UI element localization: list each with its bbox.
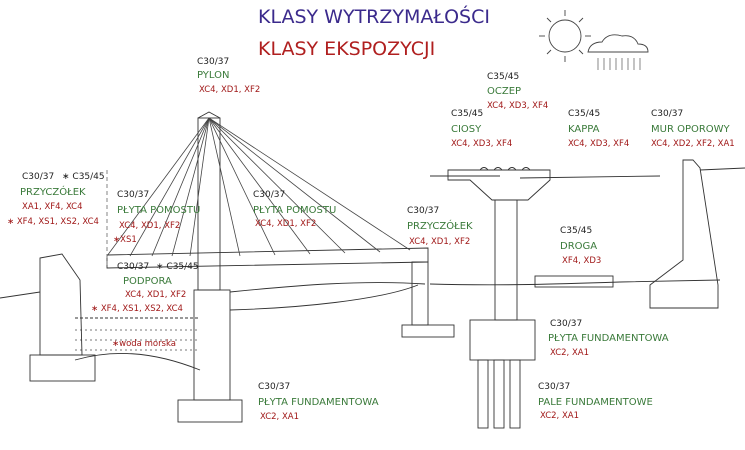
abutment-left-shape [39,253,83,356]
deck-right-class: C30/37 [253,190,286,200]
abutment-left-class2-text: C35/45 [72,172,105,182]
retaining-wall-class: C30/37 [651,109,684,119]
asterisk-icon: ∗ [156,262,167,272]
abutment-left-exposure: XA1, XF4, XC4 [22,202,83,212]
abutment-left-exposure2-text: XF4, XS1, XS2, XC4 [16,217,99,227]
road-class: C35/45 [560,226,593,236]
seabed-line [74,352,201,371]
legend-exposure-title: KLASY EKSPOZYCJI [258,38,436,60]
asterisk-icon: ∗ [112,339,120,349]
capping-beam-shape [447,169,551,201]
foundation-slab-left-shape [177,399,243,423]
cloud-icon [587,34,649,53]
deck-right-exposure: XC4, XD1, XF2 [255,219,317,229]
abutment-right-class: C30/37 [407,206,440,216]
retaining-wall-exposure: XC4, XD2, XF2, XA1 [651,139,735,149]
support-exposure2-text: XF4, XS1, XS2, XC4 [100,304,183,314]
support-exposure2: ∗ XF4, XS1, XS2, XC4 [91,305,183,314]
abutment-right-shape [411,261,429,326]
sun-icon [539,10,591,62]
stay-cables [106,117,411,257]
road-slab [534,275,614,288]
pylon-class: C30/37 [197,57,230,67]
deck-right-name: PŁYTA POMOSTU [253,205,337,216]
deck-left-exposure2: ∗XS1 [113,236,137,245]
support-class2-text: C35/45 [166,262,199,272]
piles-exposure: XC2, XA1 [540,411,579,421]
abutment-left-footing [29,354,96,382]
asterisk-icon: ∗ [62,172,73,182]
deck-left-name: PŁYTA POMOSTU [117,205,201,216]
rain-icon [597,58,641,70]
abutment-left-name: PRZYCZÓŁEK [20,187,86,198]
kappa-exposure: XC4, XD3, XF4 [568,139,630,149]
found-slab-left-class: C30/37 [258,382,291,392]
found-slab-left-exposure: XC2, XA1 [260,412,299,422]
ground-line-left [0,291,41,299]
piles-shape [477,359,521,429]
ground-line-right [430,167,745,179]
asterisk-icon: ∗ [113,235,121,245]
piles-class: C30/37 [538,382,571,392]
road-name: DROGA [560,241,598,252]
columns-exposure: XC4, XD3, XF4 [451,139,513,149]
support-class2: ∗ C35/45 [156,263,199,272]
abutment-right-exposure: XC4, XD1, XF2 [409,237,471,247]
deck-left-exposure: XC4, XD1, XF2 [119,221,181,231]
pylon-exposure: XC4, XD1, XF2 [199,85,261,95]
piles-name: PALE FUNDAMENTOWE [538,397,653,408]
foundation-slab-right-shape [469,319,536,361]
capping-beam-exposure: XC4, XD3, XF4 [487,101,549,111]
kappa-name: KAPPA [568,124,600,135]
support-exposure: XC4, XD1, XF2 [125,290,187,300]
legend-strength-title: KLASY WYTRZYMAŁOŚCI [258,6,490,28]
deck-left-exposure2-text: XS1 [120,235,137,245]
deck-underside [229,284,419,311]
abutment-left-class2: ∗ C35/45 [62,173,105,182]
abutment-left-exposure2: ∗ XF4, XS1, XS2, XC4 [7,218,99,227]
columns-name: CIOSY [451,124,482,135]
pylon-name: PYLON [197,70,230,81]
found-slab-left-name: PŁYTA FUNDAMENTOWA [258,397,379,408]
found-slab-right-name: PŁYTA FUNDAMENTOWA [548,333,669,344]
column-shape [494,199,518,321]
pylon-top [197,111,221,119]
abutment-left-class: C30/37 [22,172,55,182]
found-slab-right-class: C30/37 [550,319,583,329]
sea-water-text: woda morska [119,339,176,349]
support-class: C30/37 [117,262,150,272]
found-slab-right-exposure: XC2, XA1 [550,348,589,358]
capping-beam-class: C35/45 [487,72,520,82]
support-name: PODPORA [123,276,172,287]
water-lines [75,329,200,351]
ground-line-right-low [429,279,721,286]
bearing-bumps [479,167,531,171]
asterisk-icon: ∗ [91,304,101,314]
road-exposure: XF4, XD3 [562,256,602,266]
support-pier [193,289,231,401]
capping-beam-name: OCZEP [487,86,522,97]
pylon-shaft [197,117,221,291]
sea-water-label: ∗woda morska [112,340,176,349]
deck-left-class: C30/37 [117,190,150,200]
columns-class: C35/45 [451,109,484,119]
ground-line-middle [229,282,426,293]
asterisk-icon: ∗ [7,217,17,227]
kappa-class: C35/45 [568,109,601,119]
retaining-wall-shape [649,159,719,309]
retaining-wall-name: MUR OPOROWY [651,124,730,135]
abutment-right-name: PRZYCZÓŁEK [407,221,473,232]
abutment-right-footing [401,324,455,338]
